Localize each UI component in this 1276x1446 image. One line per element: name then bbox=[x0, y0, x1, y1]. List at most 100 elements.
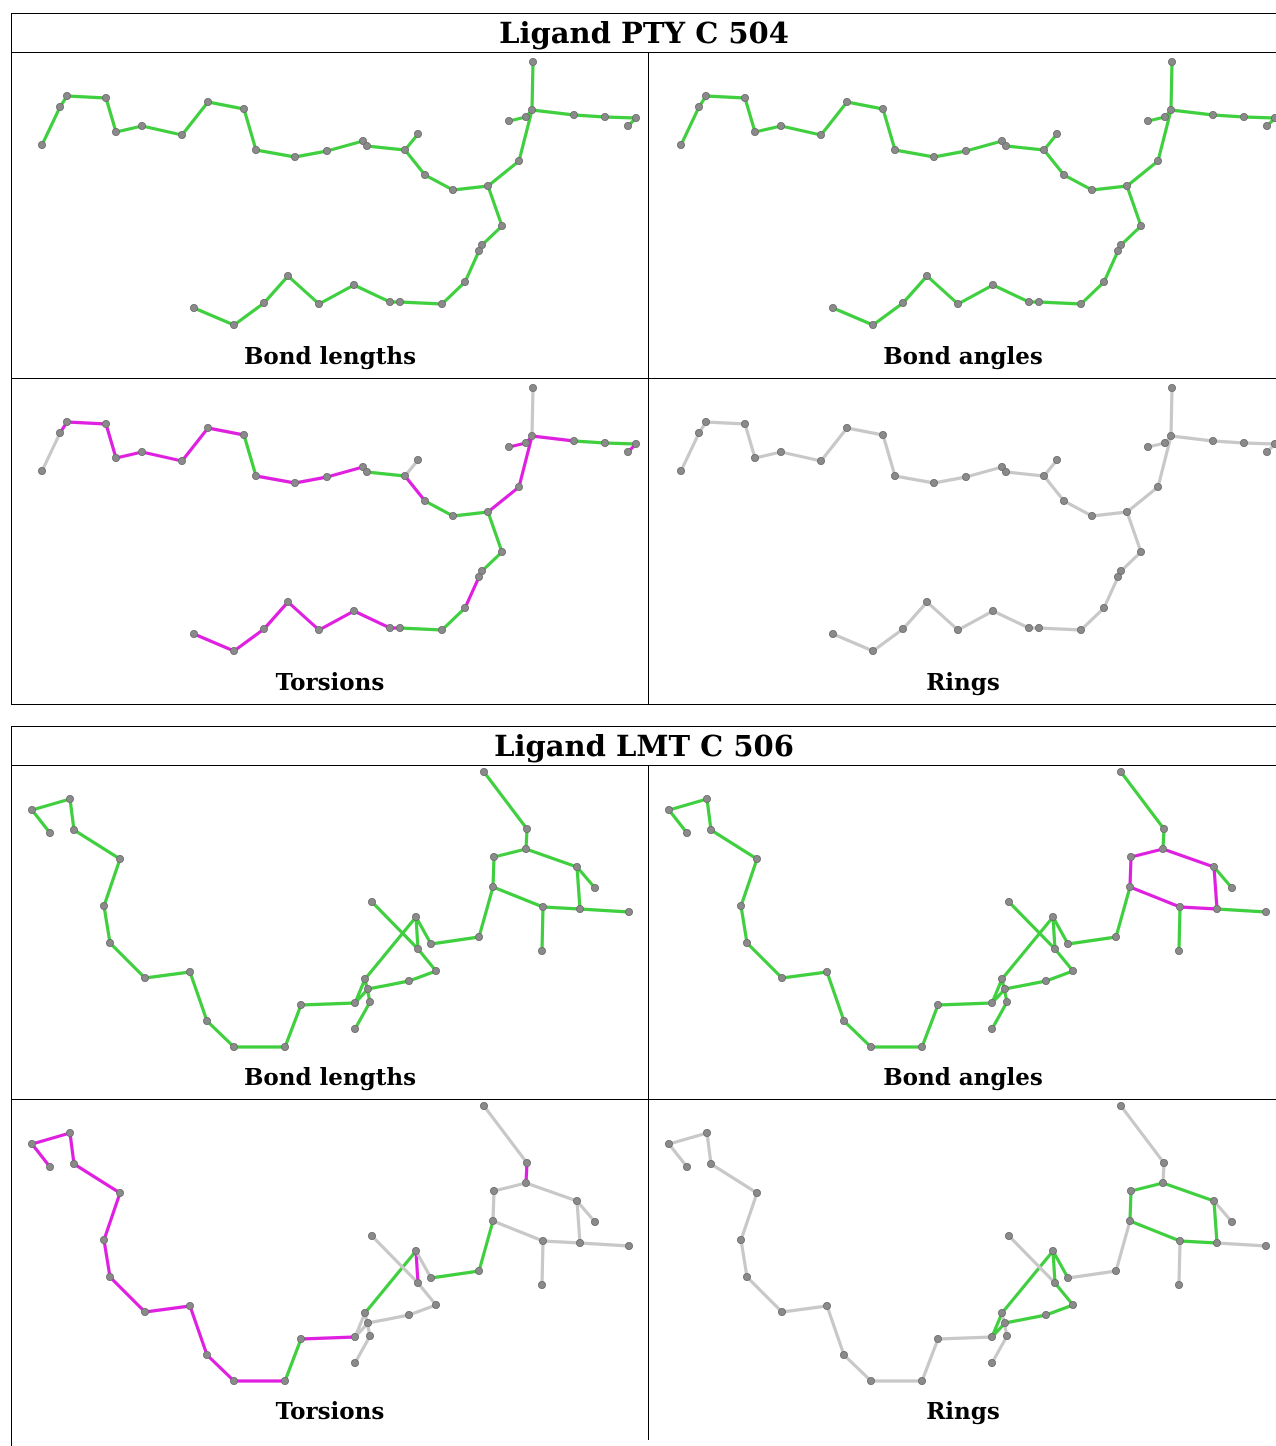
bond bbox=[1125, 485, 1160, 514]
atom bbox=[1087, 511, 1096, 520]
atom bbox=[63, 92, 72, 101]
bond bbox=[232, 627, 266, 653]
bond bbox=[1215, 907, 1268, 914]
atom bbox=[203, 424, 212, 433]
atom bbox=[112, 128, 121, 137]
atom bbox=[63, 418, 72, 427]
bond bbox=[429, 1269, 481, 1280]
atom bbox=[1113, 246, 1122, 255]
atom bbox=[521, 113, 530, 122]
bond bbox=[363, 915, 418, 981]
atom bbox=[112, 454, 121, 463]
atom bbox=[322, 473, 331, 482]
atom bbox=[1001, 142, 1010, 151]
molecule-view bbox=[664, 768, 1271, 1051]
atom bbox=[514, 157, 523, 166]
bond bbox=[232, 301, 266, 327]
bond bbox=[540, 905, 545, 953]
atom bbox=[202, 1016, 211, 1025]
atom bbox=[528, 432, 537, 441]
bond bbox=[423, 173, 455, 192]
atom bbox=[259, 624, 268, 633]
atom bbox=[100, 1235, 109, 1244]
atom bbox=[1063, 939, 1072, 948]
atom bbox=[573, 863, 582, 872]
atom bbox=[776, 122, 785, 131]
bond bbox=[679, 105, 701, 147]
atom bbox=[539, 1236, 548, 1245]
bond bbox=[1129, 1181, 1165, 1193]
atom bbox=[1076, 299, 1085, 308]
bond bbox=[463, 249, 481, 284]
atom bbox=[1099, 277, 1108, 286]
bond bbox=[871, 627, 905, 653]
atom bbox=[1167, 106, 1176, 115]
bond bbox=[524, 847, 579, 869]
atom bbox=[504, 117, 513, 126]
atom bbox=[448, 185, 457, 194]
atom bbox=[624, 122, 633, 131]
atom bbox=[1002, 1331, 1011, 1340]
atom bbox=[283, 271, 292, 280]
bond bbox=[990, 1000, 1009, 1031]
bond bbox=[414, 1249, 420, 1285]
bond bbox=[325, 139, 365, 153]
atom bbox=[1126, 1187, 1135, 1196]
atom bbox=[522, 825, 531, 834]
atom bbox=[280, 1042, 289, 1051]
atom bbox=[741, 94, 750, 103]
bond bbox=[482, 770, 529, 831]
atom bbox=[514, 483, 523, 492]
atom bbox=[229, 646, 238, 655]
bond bbox=[492, 1181, 528, 1193]
atom bbox=[664, 806, 673, 815]
panel-caption: Torsions bbox=[275, 1398, 385, 1425]
bond bbox=[709, 1162, 759, 1195]
panel-bond-lengths: Bond lengths bbox=[12, 53, 649, 379]
bond bbox=[299, 1335, 357, 1341]
atom bbox=[189, 303, 198, 312]
atom bbox=[539, 902, 548, 911]
atom bbox=[1271, 114, 1276, 122]
bond bbox=[991, 609, 1031, 630]
atom bbox=[37, 141, 46, 150]
bond bbox=[530, 108, 576, 117]
bond bbox=[451, 184, 490, 192]
bond bbox=[262, 600, 290, 631]
bond bbox=[72, 1162, 122, 1195]
bond bbox=[845, 426, 885, 437]
atom bbox=[1034, 623, 1043, 632]
atom bbox=[1059, 497, 1068, 506]
atom bbox=[106, 1272, 115, 1281]
bond bbox=[398, 300, 444, 306]
atom bbox=[922, 597, 931, 606]
atom bbox=[413, 130, 422, 139]
atom bbox=[1068, 966, 1077, 975]
atom bbox=[362, 142, 371, 151]
atom bbox=[420, 497, 429, 506]
bond bbox=[603, 115, 638, 120]
atom bbox=[601, 113, 610, 122]
atom bbox=[483, 507, 492, 516]
bond bbox=[1102, 575, 1120, 610]
bond bbox=[881, 107, 897, 152]
atom bbox=[987, 1024, 996, 1033]
atom bbox=[431, 1300, 440, 1309]
atom bbox=[102, 420, 111, 429]
atom bbox=[528, 106, 537, 115]
bond bbox=[1161, 847, 1216, 869]
atom bbox=[185, 1301, 194, 1310]
atom bbox=[1122, 181, 1131, 190]
atom bbox=[251, 472, 260, 481]
atom bbox=[751, 454, 760, 463]
bond bbox=[825, 970, 846, 1023]
bond bbox=[1079, 606, 1106, 632]
panel-bond-angles: Bond angles bbox=[649, 53, 1276, 379]
bond bbox=[1119, 1104, 1166, 1165]
atom bbox=[239, 105, 248, 114]
atom bbox=[632, 440, 641, 449]
atom bbox=[385, 297, 394, 306]
bond bbox=[491, 1189, 496, 1223]
atom bbox=[1024, 623, 1033, 632]
bond bbox=[1212, 865, 1219, 911]
